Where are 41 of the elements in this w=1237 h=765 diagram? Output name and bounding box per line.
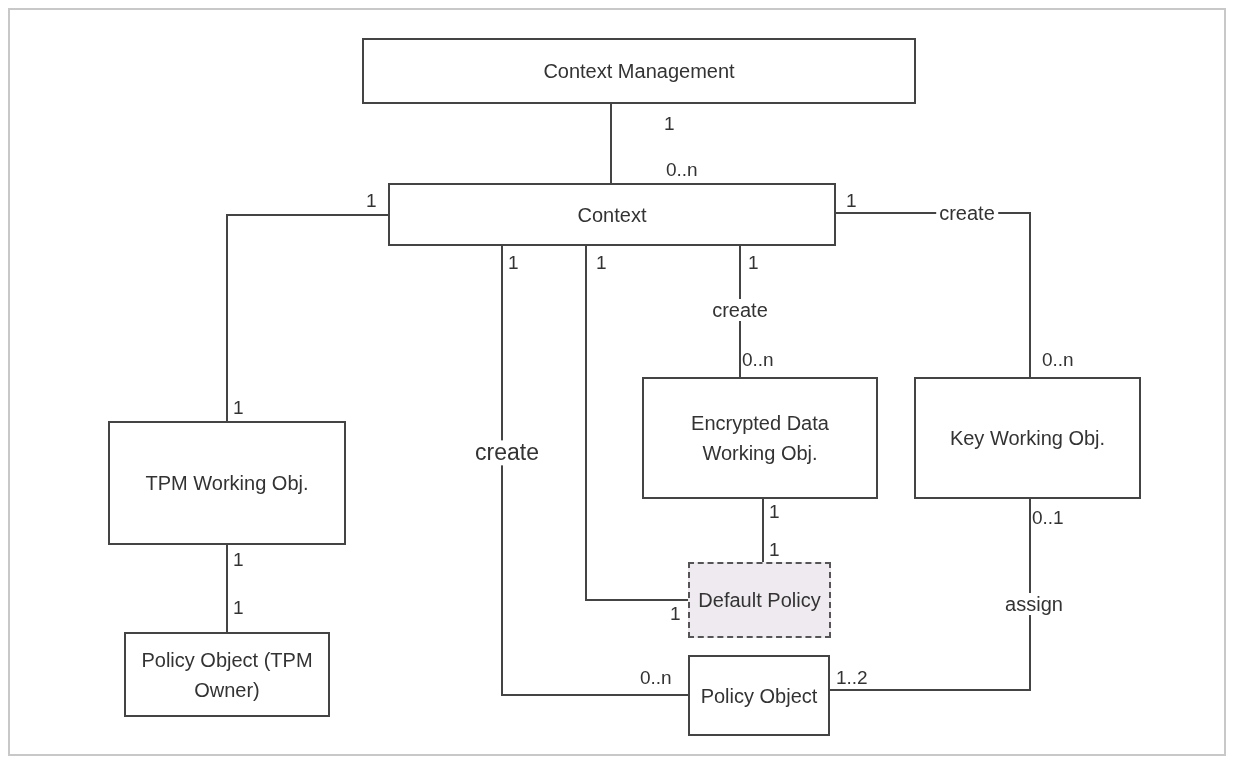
- multiplicity-label: 1: [769, 502, 780, 521]
- multiplicity-label: 1: [233, 550, 244, 569]
- multiplicity-label: 1: [596, 253, 607, 272]
- class-name: TPM Working Obj.: [144, 471, 310, 496]
- class-box: [388, 183, 836, 246]
- class-name: Policy Object (TPM Owner): [140, 647, 314, 703]
- association-line: [226, 544, 228, 633]
- multiplicity-label: 1: [233, 598, 244, 617]
- class-box: [914, 377, 1141, 499]
- association-line: [226, 214, 389, 422]
- multiplicity-label: 1: [508, 253, 519, 272]
- class-box: [362, 38, 916, 104]
- class-name: Context: [576, 202, 648, 228]
- class-name: Encrypted Data Working Obj.: [690, 411, 830, 466]
- multiplicity-label: 1: [748, 253, 759, 272]
- class-box: [688, 655, 830, 736]
- multiplicity-label: 1: [664, 114, 675, 133]
- class-name: Default Policy: [697, 588, 822, 613]
- class-box: [108, 421, 346, 545]
- multiplicity-label: 1: [769, 540, 780, 559]
- multiplicity-label: 0..1: [1032, 508, 1064, 527]
- class-box: [642, 377, 878, 499]
- multiplicity-label: 1..2: [836, 668, 868, 687]
- multiplicity-label: 1: [233, 398, 244, 417]
- association-line: [829, 498, 1031, 691]
- association-line: [501, 245, 689, 696]
- class-name: Policy Object: [699, 683, 819, 709]
- association-line: [585, 245, 689, 601]
- multiplicity-label: 0..n: [640, 668, 672, 687]
- multiplicity-label: 0..n: [666, 160, 698, 179]
- multiplicity-label: 1: [846, 191, 857, 210]
- multiplicity-label: 1: [670, 604, 681, 623]
- association-line: [762, 498, 764, 563]
- dashed-class-box: [688, 562, 831, 638]
- multiplicity-label: 1: [366, 191, 377, 210]
- multiplicity-label: 0..n: [1042, 350, 1074, 369]
- association-line: [610, 103, 612, 184]
- class-box: [124, 632, 330, 717]
- class-name: Key Working Obj.: [948, 426, 1107, 451]
- class-name: Context Management: [542, 59, 736, 84]
- multiplicity-label: 0..n: [742, 350, 774, 369]
